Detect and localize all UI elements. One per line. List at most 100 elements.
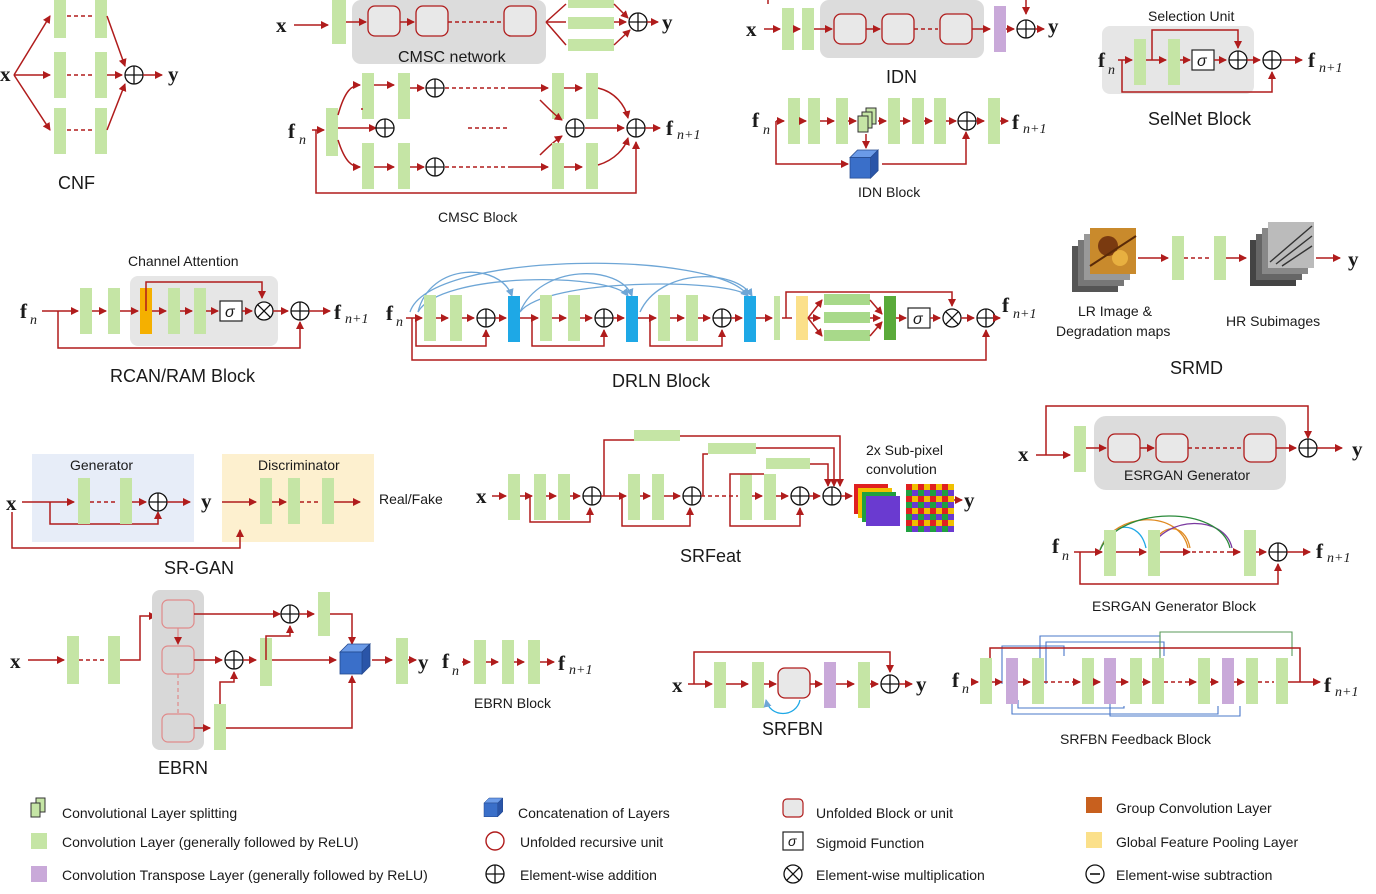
svg-text:σ: σ — [1197, 53, 1208, 70]
ebrn-block-output: f — [558, 651, 566, 675]
subpixel-grid-icon — [906, 484, 954, 532]
ebrn-panel: x y EBRN — [10, 590, 429, 778]
drln-title: DRLN Block — [612, 371, 711, 391]
idn-block-title: IDN Block — [858, 184, 921, 200]
srmd-panel: y LR Image & Degradation maps HR Subimag… — [1056, 222, 1359, 378]
selnet-unit-label: Selection Unit — [1148, 8, 1234, 24]
svg-text:n+1: n+1 — [1023, 122, 1046, 137]
unfolded-block-icon — [782, 798, 804, 818]
legend-item-concat: Concatenation of Layers — [483, 797, 670, 821]
legend-item-add: Element-wise addition — [485, 864, 657, 884]
conv-split-icon — [30, 797, 46, 818]
selnet-input: f — [1098, 48, 1106, 72]
cnf-add-icon — [124, 65, 144, 85]
srfeat-panel: x — [476, 430, 975, 566]
svg-text:n+1: n+1 — [1319, 61, 1342, 76]
selnet-panel: Selection Unit f n σ f n+1 SelNet Block — [1098, 8, 1342, 129]
svg-text:n+1: n+1 — [345, 312, 368, 327]
esrgan-block-panel: f n f n+1 ESRGAN Generator Block — [1052, 515, 1350, 614]
srgan-result-label: Real/Fake — [379, 491, 443, 507]
rcan-add-icon — [290, 301, 310, 321]
srgan-add-icon — [148, 492, 168, 512]
lr-image-stack-icon — [1072, 228, 1137, 292]
srfbn-recursive-unit-icon — [777, 667, 811, 699]
svg-text:n+1: n+1 — [1013, 307, 1036, 322]
add-icon — [485, 864, 505, 884]
ebrn-concat-icon — [339, 643, 371, 675]
cmsc-block-input: f — [288, 119, 296, 143]
srfeat-add-icon — [822, 486, 842, 506]
srfbn-panel: x y SRFBN — [672, 651, 927, 739]
ebrn-block-input: f — [442, 649, 450, 673]
svg-text:Convolution Transpose Layer (g: Convolution Transpose Layer (generally f… — [62, 867, 428, 883]
svg-text:σ: σ — [913, 311, 924, 328]
srfeat-title: SRFeat — [680, 546, 741, 566]
legend-item-conv: Convolution Layer (generally followed by… — [31, 833, 359, 850]
drln-input: f — [386, 301, 394, 325]
cmsc-network-label: CMSC network — [398, 49, 507, 66]
ebrn-block-panel: f n f n+1 EBRN Block — [442, 640, 592, 711]
srfbn-block-input: f — [952, 668, 960, 692]
selnet-title: SelNet Block — [1148, 109, 1252, 129]
svg-text:Element-wise subtraction: Element-wise subtraction — [1116, 867, 1272, 883]
esrgan-panel: x y ESRGAN Generator — [1018, 405, 1363, 490]
svg-text:n: n — [299, 133, 306, 148]
legend-item-subtract: Element-wise subtraction — [1085, 864, 1272, 884]
svg-text:n: n — [763, 123, 770, 138]
cmsc-block-output: f — [666, 116, 674, 140]
legend-item-group-conv: Group Convolution Layer — [1086, 797, 1272, 816]
svg-text:σ: σ — [225, 304, 236, 321]
svg-text:σ: σ — [788, 833, 797, 849]
srfeat-input: x — [476, 484, 487, 508]
rcan-attention-label: Channel Attention — [128, 253, 239, 269]
idn-input: x — [746, 17, 757, 41]
svg-text:Unfolded recursive unit: Unfolded recursive unit — [520, 834, 663, 850]
legend-item-multiply: Element-wise multiplication — [783, 864, 985, 884]
drln-multiply-icon — [942, 308, 962, 328]
srmd-hr-label: HR Subimages — [1226, 313, 1320, 329]
rcan-panel: Channel Attention f n σ f n+1 RCAN/RAM B… — [20, 253, 368, 386]
rcan-output: f — [334, 300, 342, 324]
esrgan-block-input: f — [1052, 534, 1060, 558]
esrgan-add-icon — [1298, 438, 1318, 458]
esrgan-output: y — [1352, 437, 1363, 461]
svg-text:n+1: n+1 — [677, 128, 700, 143]
svg-text:Convolution Layer (generally f: Convolution Layer (generally followed by… — [62, 834, 359, 850]
idn-block-panel: f n f n+1 IDN Block — [752, 98, 1046, 200]
idn-split-icon — [857, 107, 877, 133]
cnf-output: y — [168, 62, 179, 86]
idn-title: IDN — [886, 67, 917, 87]
conv-transpose-icon — [31, 866, 47, 882]
sigmoid-icon — [782, 831, 804, 851]
selnet-output: f — [1308, 48, 1316, 72]
multiply-icon — [783, 864, 803, 884]
idn-add-icon — [1016, 19, 1036, 39]
idn-output: y — [1048, 14, 1059, 38]
svg-text:Group Convolution Layer: Group Convolution Layer — [1116, 800, 1272, 816]
svg-text:n+1: n+1 — [1335, 685, 1358, 700]
pooling-icon — [1086, 832, 1102, 848]
svg-text:Concatenation of Layers: Concatenation of Layers — [518, 805, 670, 821]
subpixel-stack-icon — [854, 484, 900, 526]
svg-text:Global Feature Pooling Layer: Global Feature Pooling Layer — [1116, 834, 1298, 850]
drln-output: f — [1002, 293, 1010, 317]
srgan-title: SR-GAN — [164, 558, 234, 578]
svg-text:n+1: n+1 — [569, 663, 592, 678]
svg-text:Convolutional Layer splitting: Convolutional Layer splitting — [62, 805, 237, 821]
srgan-generator-label: Generator — [70, 457, 133, 473]
cnf-title: CNF — [58, 173, 95, 193]
srfeat-subpixel-label-1: 2x Sub-pixel — [866, 442, 943, 458]
legend: Convolutional Layer splitting Convolutio… — [30, 797, 1298, 884]
srfeat-output: y — [964, 488, 975, 512]
srmd-output: y — [1348, 247, 1359, 271]
srfeat-subpixel-label-2: convolution — [866, 461, 937, 477]
conv-layer-icon — [31, 833, 47, 849]
svg-text:n: n — [1062, 549, 1069, 564]
legend-item-conv-split: Convolutional Layer splitting — [30, 797, 237, 821]
cmsc-block-title: CMSC Block — [438, 209, 518, 225]
svg-text:n: n — [30, 313, 37, 328]
srgan-discriminator-label: Discriminator — [258, 457, 340, 473]
srmd-lr-label-1: LR Image & — [1078, 303, 1153, 319]
srfbn-input: x — [672, 673, 683, 697]
srfbn-block-panel: f n f n+1 SRFBN Feedback Block — [952, 631, 1358, 747]
